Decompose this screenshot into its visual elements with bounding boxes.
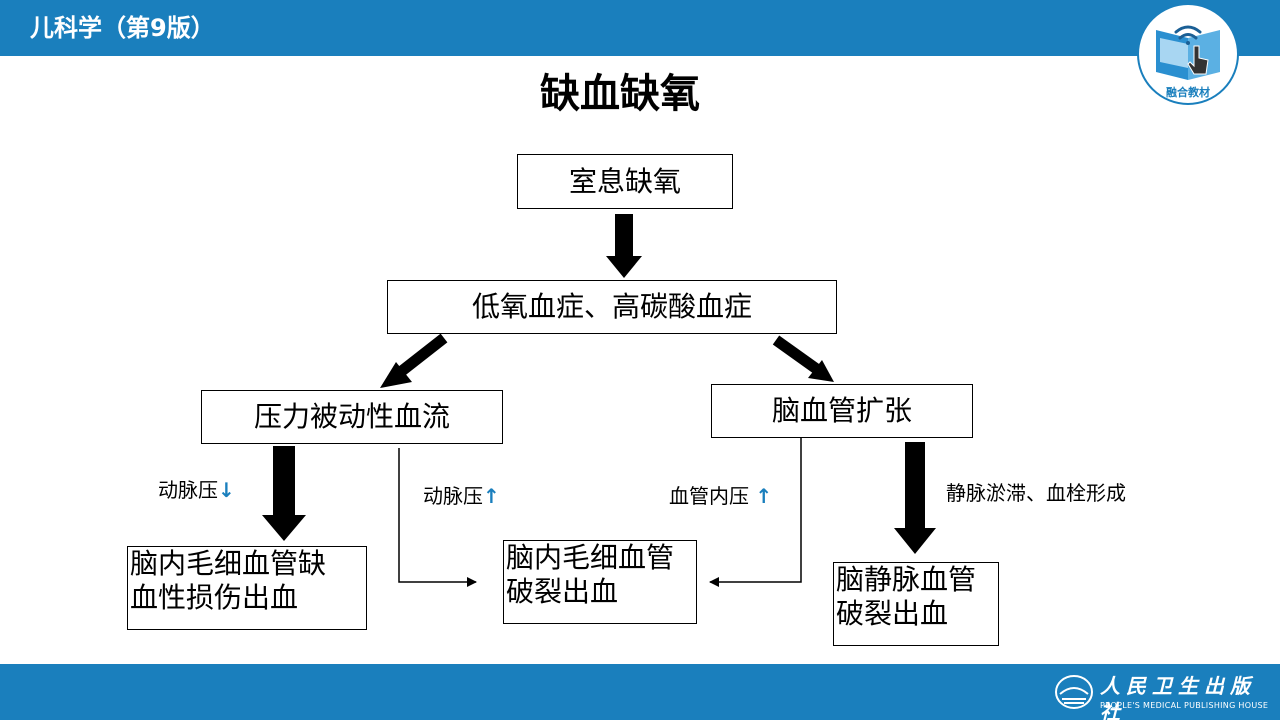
arrow-hypoxemia-to-pressure-passive <box>380 333 448 388</box>
course-title: 儿科学（第9版） <box>30 14 215 42</box>
arrow-pressure-to-ischemic <box>262 446 306 541</box>
label-venous-stasis-thrombosis: 静脉淤滞、血栓形成 <box>946 481 1126 505</box>
node-venous-rupture: 脑静脉血管 破裂出血 <box>833 562 999 646</box>
svg-text:融合教材: 融合教材 <box>1166 85 1210 99</box>
label-arterial-pressure-up: 动脉压↑ <box>423 484 500 508</box>
header-bar <box>0 0 1280 56</box>
publisher-name: 人民卫生出版社 <box>1100 674 1256 724</box>
integrated-textbook-badge: 融合教材 <box>1137 3 1239 105</box>
arrow-vasodilation-to-capillary <box>709 436 802 587</box>
node-pressure-passive-flow: 压力被动性血流 <box>201 390 503 444</box>
label-intravascular-pressure-up: 血管内压 ↑ <box>669 484 773 508</box>
wifi-icon <box>1174 25 1202 45</box>
down-arrow-icon: ↓ <box>218 478 235 502</box>
page-title: 缺血缺氧 <box>540 71 700 117</box>
node-capillary-rupture: 脑内毛细血管 破裂出血 <box>503 540 697 624</box>
arrow-hypoxemia-to-vasodilation <box>772 335 834 382</box>
arrow-asphyxia-to-hypoxemia <box>606 214 642 278</box>
arrow-vasodilation-to-venous <box>894 442 936 554</box>
node-asphyxia: 室息缺氧 <box>517 154 733 209</box>
label-arterial-pressure-down: 动脉压↓ <box>158 478 235 502</box>
publisher-name-english: PEOPLE'S MEDICAL PUBLISHING HOUSE <box>1100 701 1269 710</box>
up-arrow-icon: ↑ <box>755 484 773 508</box>
footer-bar <box>0 664 1280 720</box>
publisher-logo-icon <box>1055 675 1093 709</box>
node-ischemic-capillary-hemorrhage: 脑内毛细血管缺 血性损伤出血 <box>127 546 367 630</box>
arrow-pressure-to-capillary <box>398 448 477 587</box>
up-arrow-icon: ↑ <box>483 484 500 508</box>
node-cerebral-vasodilation: 脑血管扩张 <box>711 384 973 438</box>
hand-pointer-icon <box>1187 45 1209 75</box>
node-hypoxemia-hypercapnia: 低氧血症、高碳酸血症 <box>387 280 837 334</box>
